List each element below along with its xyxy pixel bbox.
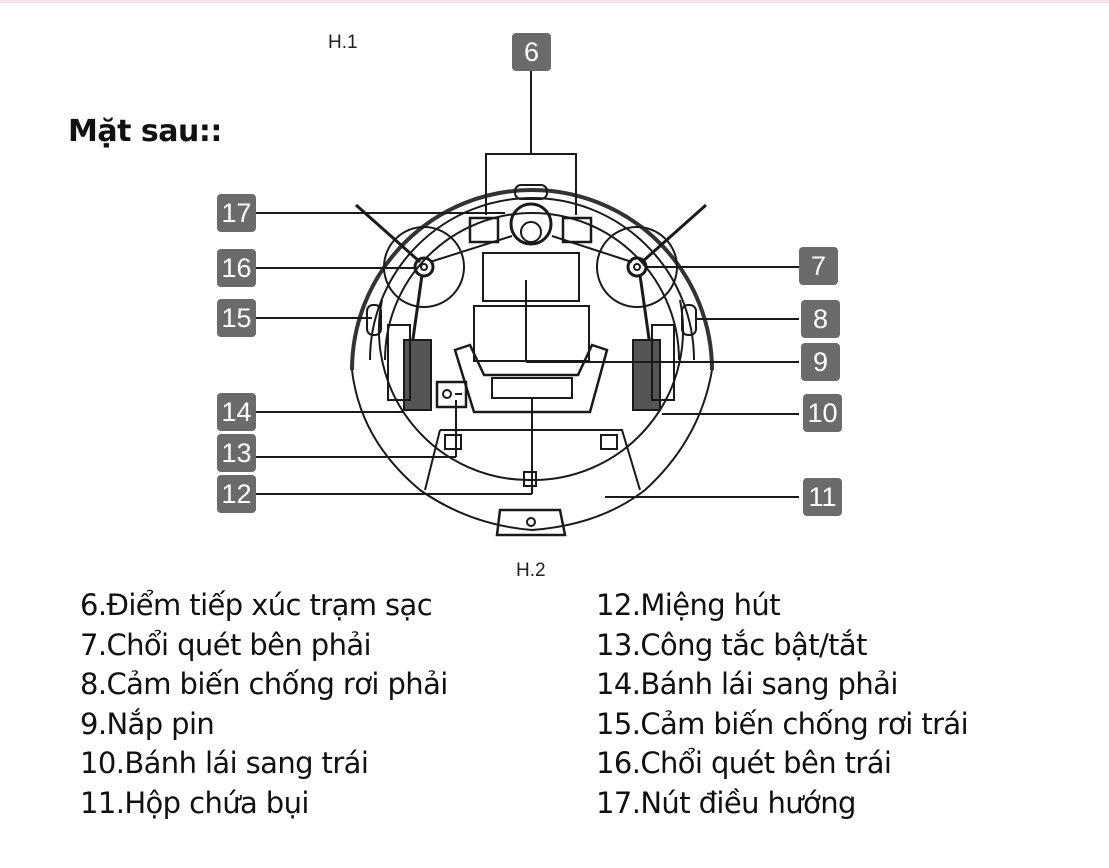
legend-item: 14.Bánh lái sang phải <box>596 667 898 701</box>
callout-badge-9: 9 <box>801 343 840 381</box>
figure-label-h2: H.2 <box>516 560 546 581</box>
callout-badge-15: 15 <box>217 299 256 337</box>
callout-badge-12: 12 <box>217 475 256 513</box>
legend-item: 11.Hộp chứa bụi <box>80 785 309 820</box>
legend-item: 17.Nút điều hướng <box>596 785 856 820</box>
callout-badge-8: 8 <box>801 300 840 338</box>
callout-badge-13: 13 <box>217 434 256 472</box>
legend-item: 7.Chổi quét bên phải <box>80 627 372 662</box>
legend-item: 16.Chổi quét bên trái <box>596 746 892 780</box>
robot-underside-diagram <box>256 70 799 537</box>
legend-item: 13.Công tắc bật/tắt <box>596 627 867 662</box>
callout-badge-6: 6 <box>512 33 551 71</box>
callout-badge-16: 16 <box>217 249 256 287</box>
legend-item: 15.Cảm biến chống rơi trái <box>596 706 969 741</box>
top-border <box>0 0 1109 3</box>
callout-badge-17: 17 <box>217 194 256 232</box>
legend-item: 10.Bánh lái sang trái <box>80 746 369 780</box>
legend-item: 8.Cảm biến chống rơi phải <box>80 667 448 701</box>
callout-badge-7: 7 <box>799 247 838 285</box>
legend-item: 12.Miệng hút <box>596 588 781 622</box>
section-title: Mặt sau:: <box>68 114 222 149</box>
legend-right-column: 12.Miệng hút 13.Công tắc bật/tắt 14.Bánh… <box>596 586 969 823</box>
callout-badge-11: 11 <box>803 478 842 516</box>
legend-item: 6.Điểm tiếp xúc trạm sạc <box>80 588 433 622</box>
figure-label-h1: H.1 <box>328 32 358 53</box>
legend-left-column: 6.Điểm tiếp xúc trạm sạc 7.Chổi quét bên… <box>80 586 448 823</box>
callout-badge-14: 14 <box>217 393 256 431</box>
callout-badge-10: 10 <box>803 394 842 432</box>
legend-item: 9.Nắp pin <box>80 706 215 741</box>
